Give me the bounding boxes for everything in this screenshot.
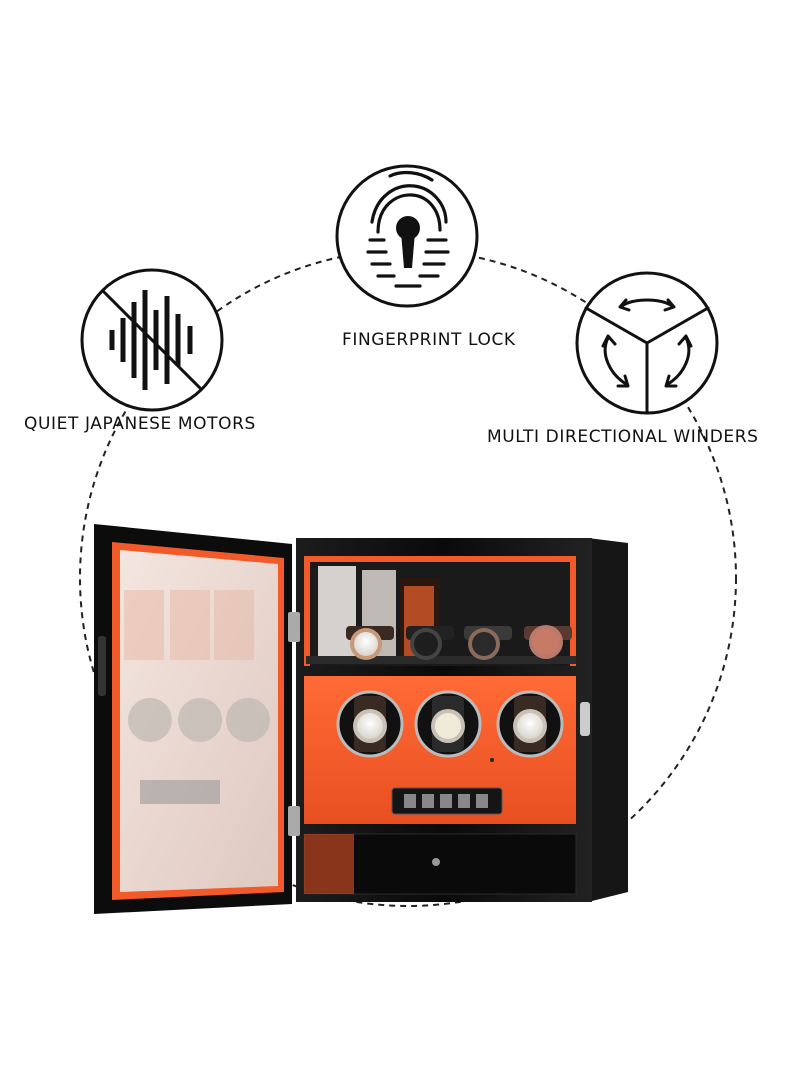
glass-door bbox=[94, 524, 300, 914]
drawer-knob bbox=[432, 858, 440, 866]
winder-2 bbox=[414, 690, 482, 758]
sensor-dot bbox=[490, 758, 494, 762]
winder-1 bbox=[336, 690, 404, 758]
multi-directional-label: MULTI DIRECTIONAL WINDERS bbox=[487, 427, 759, 447]
crossed-soundwave-icon bbox=[100, 288, 204, 392]
fingerprint-keyhole-icon bbox=[366, 170, 450, 288]
winder-3 bbox=[496, 690, 564, 758]
display-watch-1 bbox=[346, 626, 394, 660]
display-watch-3 bbox=[464, 626, 512, 660]
quiet-motors-label: QUIET JAPANESE MOTORS bbox=[24, 414, 256, 434]
display-watch-4 bbox=[524, 625, 572, 659]
watch-winder-cabinet bbox=[94, 524, 628, 914]
rotation-arrows-icon bbox=[584, 298, 710, 415]
fingerprint-lock-badge bbox=[335, 164, 479, 308]
fingerprint-lock-label: FINGERPRINT LOCK bbox=[342, 330, 516, 350]
keyhole-shape bbox=[396, 216, 420, 268]
quiet-motors-badge bbox=[80, 268, 224, 412]
display-watch-2 bbox=[406, 626, 454, 660]
multi-directional-badge bbox=[575, 271, 719, 415]
control-panel bbox=[391, 787, 503, 815]
door-handle bbox=[98, 636, 106, 696]
